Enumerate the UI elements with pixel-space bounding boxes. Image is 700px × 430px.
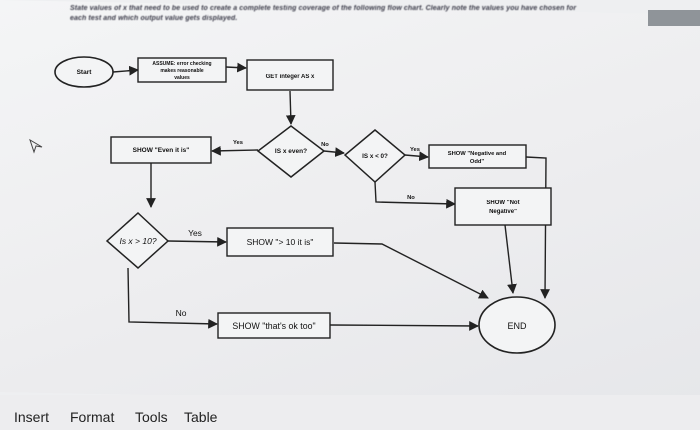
show-ok-too-label: SHOW "that's ok too" <box>232 321 315 331</box>
edge-gt10-no <box>127 267 218 329</box>
decision-negative <box>343 129 407 184</box>
decision-even <box>256 125 326 178</box>
show-ok-too-box <box>217 312 331 339</box>
instructions: State values of x that need to be used t… <box>70 4 690 24</box>
menu-table[interactable]: Table <box>184 409 218 425</box>
show-negative-odd-box <box>428 144 527 169</box>
menu-insert[interactable]: Insert <box>14 409 50 425</box>
start-node <box>54 56 114 88</box>
label-gt10-yes: Yes <box>188 228 202 238</box>
label-even-no: No <box>321 142 329 148</box>
assume-line-3: values <box>174 75 190 81</box>
label-negative-no: No <box>407 195 415 201</box>
label-negative-yes: Yes <box>410 147 420 153</box>
show-negative-odd-line-2: Odd" <box>470 159 485 165</box>
show-not-negative-line-1: SHOW "Not <box>486 200 519 206</box>
edge-even-yes <box>211 145 259 156</box>
end-label: END <box>507 321 527 331</box>
edge-negative-no <box>374 181 456 209</box>
end-node <box>478 296 556 354</box>
menu-format[interactable]: Format <box>70 409 115 425</box>
edge-get-even <box>285 90 296 125</box>
assume-line-1: ASSUME: error checking <box>152 61 211 67</box>
start-label: Start <box>77 69 93 76</box>
edge-gt10show-end <box>333 242 489 299</box>
show-gt10-box <box>226 227 334 257</box>
corner-badge <box>648 10 700 26</box>
edge-notneg-end <box>504 224 517 294</box>
show-not-negative-line-2: Negative" <box>489 209 517 215</box>
label-even-yes: Yes <box>233 140 243 146</box>
get-integer-box <box>246 59 334 91</box>
instruction-line-2: each test and which output value gets di… <box>70 15 238 22</box>
edge-negodd-end <box>525 156 550 299</box>
edge-gt10-yes <box>167 236 227 247</box>
decision-negative-label: IS x < 0? <box>362 153 388 160</box>
edge-negative-yes <box>404 151 429 162</box>
show-not-negative-box <box>454 187 552 226</box>
edge-assume-get <box>225 62 247 73</box>
show-negative-odd-line-1: SHOW "Negative and <box>448 151 507 157</box>
menu-bar: Insert Format Tools Table <box>0 395 700 430</box>
menu-tools[interactable]: Tools <box>135 409 168 425</box>
label-gt10-no: No <box>176 308 187 318</box>
edge-start-assume <box>112 65 139 76</box>
edge-even-no <box>323 147 345 157</box>
assume-box <box>137 57 227 83</box>
assume-line-2: makes reasonable <box>160 68 204 74</box>
show-even-label: SHOW "Even it is" <box>133 147 190 154</box>
decision-even-label: IS x even? <box>275 148 307 155</box>
show-gt10-label: SHOW "> 10 it is" <box>247 237 314 247</box>
get-integer-label: GET integer AS x <box>266 74 315 80</box>
edge-oktoo-end <box>329 321 479 331</box>
instruction-line-1: State values of x that need to be used t… <box>70 5 577 12</box>
flowchart: Start ASSUME: error checking makes reaso… <box>29 56 556 354</box>
decision-gt10-label: Is x > 10? <box>119 236 156 246</box>
show-even-box <box>110 136 212 164</box>
cursor-pointer-icon <box>29 138 43 154</box>
decision-gt10 <box>105 211 170 270</box>
